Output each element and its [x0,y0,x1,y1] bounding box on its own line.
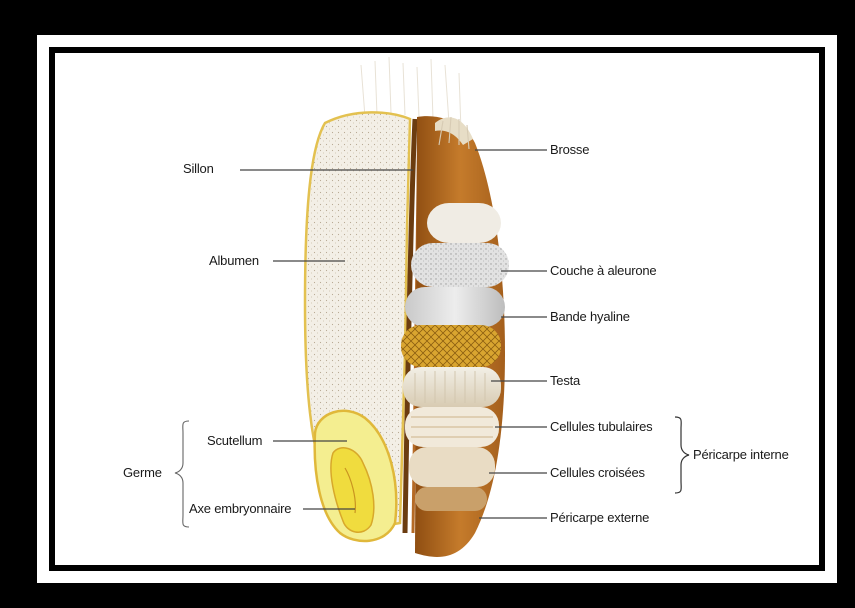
label-couche-aleurone: Couche à aleurone [550,263,656,278]
label-sillon: Sillon [183,161,214,176]
germ-brace [175,421,189,527]
outer-white-frame: Sillon Albumen Scutellum Axe embryonnair… [37,35,837,583]
label-pericarpe-externe: Péricarpe externe [550,510,649,525]
label-testa: Testa [550,373,580,388]
inner-black-frame: Sillon Albumen Scutellum Axe embryonnair… [49,47,825,571]
label-brosse: Brosse [550,142,589,157]
label-cellules-croisees: Cellules croisées [550,465,645,480]
label-albumen: Albumen [209,253,259,268]
label-cellules-tubulaires: Cellules tubulaires [550,419,652,434]
pericarpe-interne-brace [675,417,689,493]
wheat-kernel-illustration [55,53,819,565]
label-germe: Germe [123,465,162,480]
diagram-canvas: Sillon Albumen Scutellum Axe embryonnair… [55,53,819,565]
label-axe-embryonnaire: Axe embryonnaire [189,501,291,516]
label-bande-hyaline: Bande hyaline [550,309,630,324]
label-pericarpe-interne: Péricarpe interne [693,447,789,462]
label-scutellum: Scutellum [207,433,262,448]
